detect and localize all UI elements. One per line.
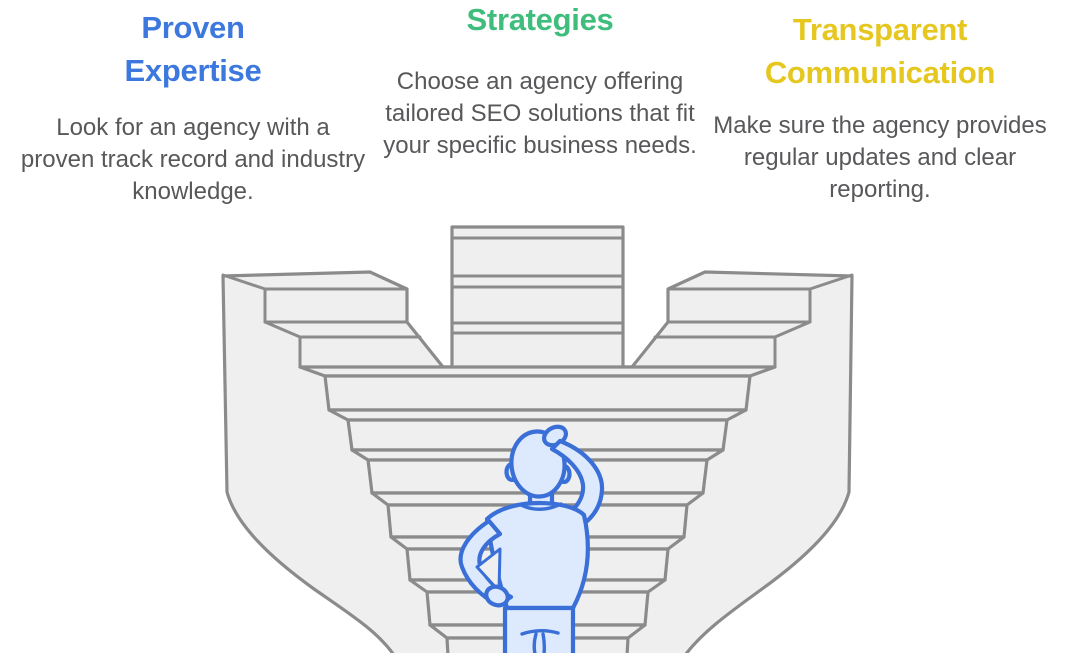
title-line: Proven: [141, 10, 245, 45]
person-hand-on-hip: [484, 584, 510, 608]
title-line: Communication: [764, 55, 996, 90]
column-proven-expertise: Proven Expertise Look for an agency with…: [20, 0, 366, 205]
person-figure: [458, 424, 605, 653]
staircase-illustration: [221, 225, 854, 653]
title-line: Expertise: [124, 53, 262, 88]
column-title: Transparent Communication: [706, 8, 1054, 94]
column-body: Look for an agency with a proven track r…: [20, 114, 366, 205]
person-drawstring-end: [532, 632, 538, 653]
person-akimbo-arm: [458, 518, 514, 608]
center-staircase: [450, 236, 625, 335]
person-collar-line: [519, 502, 563, 511]
person-arm-gap: [475, 547, 502, 593]
person-drawstring-end: [541, 632, 547, 653]
title-line: Strategies: [466, 2, 614, 37]
person-drawstring: [520, 629, 560, 636]
column-strategies: Strategies Choose an agency offering tai…: [372, 0, 708, 159]
right-staircase: [653, 273, 854, 369]
column-transparent-communication: Transparent Communication Make sure the …: [706, 0, 1054, 203]
column-title: Strategies: [372, 0, 708, 41]
title-line: Transparent: [792, 12, 968, 47]
column-body: Make sure the agency provides regular up…: [713, 112, 1047, 203]
column-title: Proven Expertise: [20, 6, 366, 92]
column-body: Choose an agency offering tailored SEO s…: [383, 68, 697, 159]
left-staircase: [221, 273, 422, 369]
